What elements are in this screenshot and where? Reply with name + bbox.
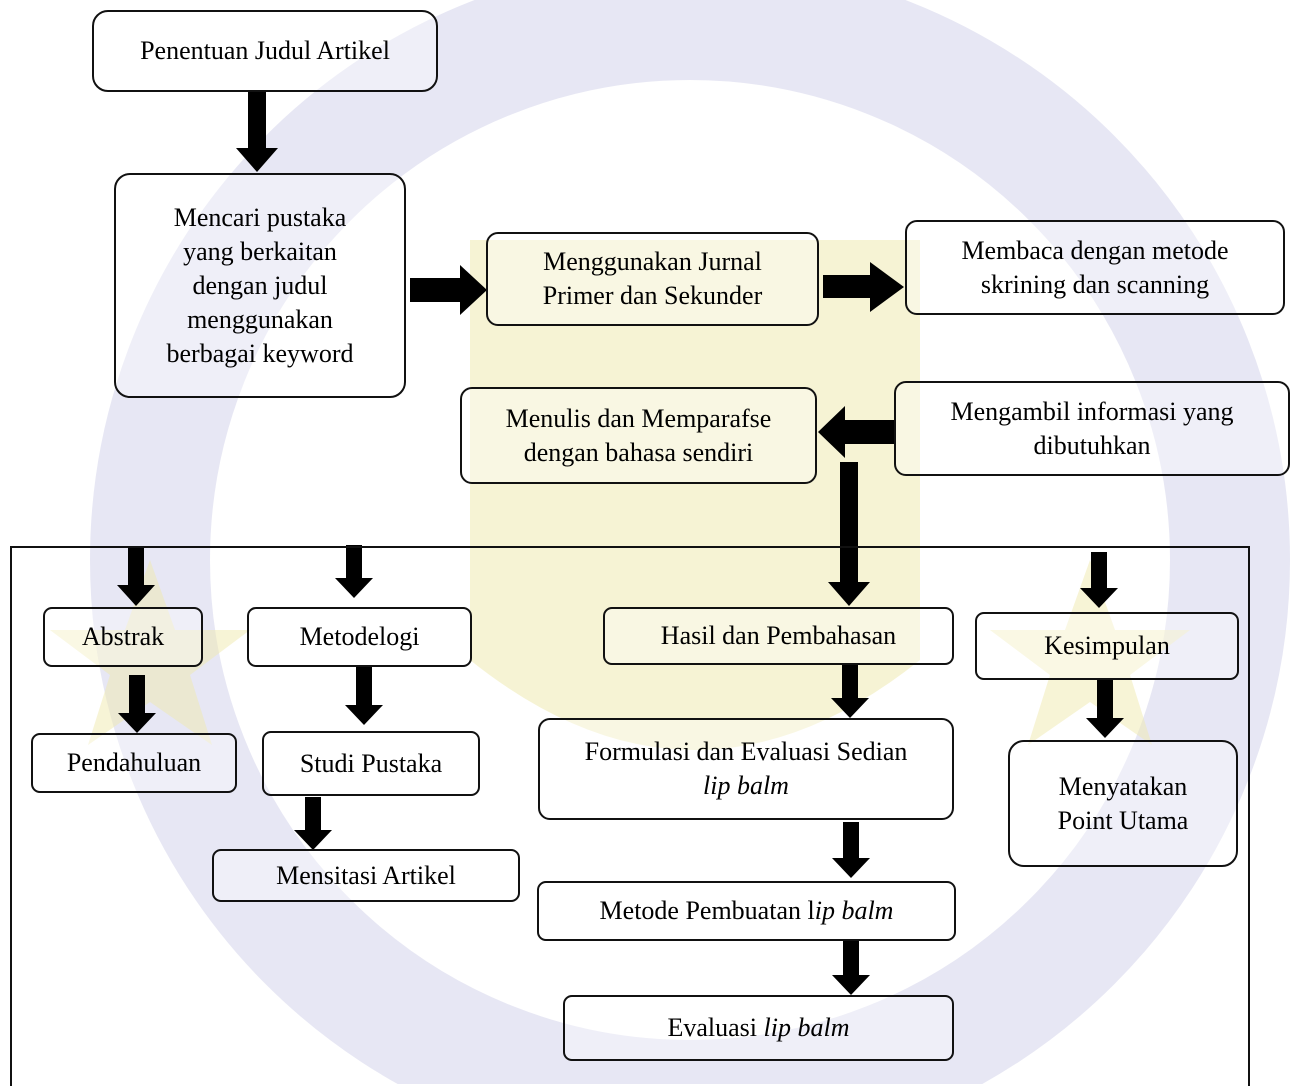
membaca-line-2: skrining dan scanning xyxy=(980,269,1210,299)
node-evaluasi: Evaluasi lip balm xyxy=(563,995,954,1061)
mencari-line-2: yang berkaitan xyxy=(183,236,337,266)
membaca-line-1: Membaca dengan metode xyxy=(961,235,1229,265)
menyatakan-line-1: Menyatakan xyxy=(1058,771,1188,801)
arrow-to-abstrak xyxy=(117,548,155,606)
node-penentuan-judul: Penentuan Judul Artikel xyxy=(92,10,438,92)
node-studi-pustaka: Studi Pustaka xyxy=(262,731,480,796)
node-pendahuluan: Pendahuluan xyxy=(31,733,237,793)
arrow-mengambil-to-menulis xyxy=(818,406,895,458)
menulis-line-2: dengan bahasa sendiri xyxy=(523,437,754,467)
arrow-to-kesimpulan xyxy=(1080,552,1118,608)
watermark-star-left xyxy=(50,560,250,745)
node-mengambil-informasi: Mengambil informasi yang dibutuhkan xyxy=(894,381,1290,476)
menyatakan-line-2: Point Utama xyxy=(1057,805,1189,835)
metode-text-italic: ip balm xyxy=(814,896,894,925)
mengambil-line-2: dibutuhkan xyxy=(1033,430,1151,460)
mencari-line-5: berbagai keyword xyxy=(166,338,354,368)
metode-text: Metode Pembuatan l xyxy=(599,896,815,925)
node-menyatakan: Menyatakan Point Utama xyxy=(1008,740,1238,867)
arrow-jurnal-to-membaca xyxy=(823,262,904,312)
node-membaca: Membaca dengan metode skrining dan scann… xyxy=(905,220,1285,315)
node-kesimpulan: Kesimpulan xyxy=(975,612,1239,680)
arrow-to-metodelogi xyxy=(335,545,373,598)
mengambil-line-1: Mengambil informasi yang xyxy=(950,396,1234,426)
node-hasil-pembahasan: Hasil dan Pembahasan xyxy=(603,607,954,665)
mencari-line-3: dengan judul xyxy=(192,270,328,300)
mencari-line-1: Mencari pustaka xyxy=(173,202,347,232)
arrow-kesimpulan-to-menyatakan xyxy=(1086,680,1124,738)
mencari-line-4: menggunakan xyxy=(187,304,333,334)
watermark-star-right xyxy=(990,560,1190,745)
node-abstrak: Abstrak xyxy=(43,607,203,667)
menulis-line-1: Menulis dan Memparafse xyxy=(505,403,772,433)
arrow-to-hasil xyxy=(828,462,870,606)
evaluasi-text: Evaluasi xyxy=(667,1013,764,1042)
arrow-studi-to-mensitasi xyxy=(294,797,332,850)
jurnal-line-1: Menggunakan Jurnal xyxy=(543,247,762,276)
jurnal-line-2: Primer dan Sekunder xyxy=(542,281,763,310)
arrow-mencari-to-jurnal xyxy=(410,265,487,315)
arrow-formulasi-to-metode xyxy=(832,822,870,878)
arrow-hasil-to-formulasi xyxy=(831,665,869,718)
node-menggunakan-jurnal: Menggunakan Jurnal Primer dan Sekunder xyxy=(486,232,819,326)
evaluasi-text-italic: lip balm xyxy=(763,1013,850,1042)
watermark-shield xyxy=(470,240,920,750)
node-mensitasi: Mensitasi Artikel xyxy=(212,849,520,902)
arrow-judul-to-mencari xyxy=(236,92,278,172)
node-mencari-pustaka: Mencari pustaka yang berkaitan dengan ju… xyxy=(114,173,406,398)
arrow-abstrak-to-pendahuluan xyxy=(118,675,156,733)
node-menulis: Menulis dan Memparafse dengan bahasa sen… xyxy=(460,387,817,484)
formulasi-line-2: lip balm xyxy=(703,771,789,800)
formulasi-line-1: Formulasi dan Evaluasi Sedian xyxy=(584,737,908,766)
arrow-metode-to-evaluasi xyxy=(832,940,870,995)
node-metodelogi: Metodelogi xyxy=(247,607,472,667)
node-formulasi: Formulasi dan Evaluasi Sedian lip balm xyxy=(538,718,954,820)
arrow-metodelogi-to-studi xyxy=(345,666,383,725)
section-frame xyxy=(10,546,1250,1086)
